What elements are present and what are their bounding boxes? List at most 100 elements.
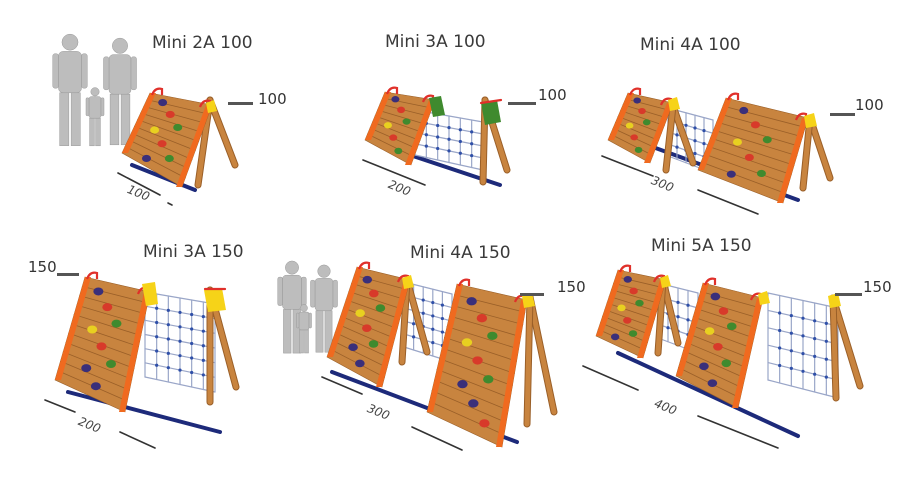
- wall-plank-line: [610, 133, 654, 156]
- rope-knot: [436, 146, 440, 151]
- wall-plank-line: [137, 119, 200, 142]
- wall-plank-line: [73, 314, 142, 337]
- dimension-tick: [167, 202, 173, 206]
- rope-knot: [421, 298, 425, 302]
- adult-female-arm: [310, 279, 316, 308]
- frame-leg: [807, 115, 833, 181]
- wall-plank-line: [70, 323, 140, 347]
- grab-handle: [479, 98, 503, 105]
- climbing-hold: [348, 343, 358, 352]
- rope-knot: [436, 135, 440, 139]
- ground-base-beam: [616, 351, 800, 438]
- climbing-hold: [150, 126, 160, 134]
- dimension-line: [697, 189, 759, 215]
- grab-handle: [85, 271, 99, 280]
- wall-post-right: [176, 105, 212, 187]
- rope-knot: [440, 330, 444, 334]
- rope-knot: [190, 341, 194, 346]
- rope-knot: [470, 142, 474, 146]
- rope-knot: [178, 368, 182, 372]
- rope-knot: [440, 303, 444, 307]
- child-arm: [296, 312, 300, 329]
- adult-female-leg: [120, 93, 131, 146]
- rope-knot: [201, 314, 205, 319]
- rope-knot: [686, 318, 690, 322]
- dimension-line: [362, 159, 426, 186]
- rope-knot: [686, 303, 690, 307]
- climbing-hold: [625, 122, 634, 129]
- rope-knot: [813, 354, 817, 358]
- frame-leg: [524, 294, 533, 427]
- product-title: Mini 2A 100: [152, 33, 253, 53]
- adult-male-leg: [59, 92, 70, 146]
- child-torso: [88, 96, 102, 119]
- climbing-hold: [617, 304, 626, 312]
- rope-knot: [675, 133, 679, 137]
- wall-plank-line: [697, 299, 759, 319]
- rope-knot: [801, 334, 805, 338]
- wall-plank-line: [345, 299, 401, 320]
- rope-net-strand: [767, 379, 839, 399]
- product-title: Mini 3A 150: [143, 242, 244, 262]
- grab-handle: [457, 278, 471, 287]
- product-illustration-mini-5a-150: [582, 264, 864, 449]
- rope-knot: [155, 363, 159, 367]
- rope-knot: [178, 325, 182, 329]
- grab-handle: [385, 86, 399, 95]
- climbing-hold: [141, 154, 151, 163]
- adult-female-arm: [103, 56, 110, 91]
- grab-handle: [618, 264, 632, 273]
- grab-handle: [628, 87, 642, 96]
- grab-handle: [150, 87, 164, 96]
- wall-plank-line: [692, 316, 755, 339]
- ground-base-beam: [66, 390, 222, 434]
- adult-female-head: [317, 264, 331, 278]
- climbing-hold: [355, 309, 365, 317]
- grab-handle: [198, 99, 212, 108]
- climbing-hold: [472, 356, 483, 365]
- rope-knot: [458, 139, 462, 144]
- wall-plank-line: [719, 113, 803, 138]
- grab-handle: [659, 97, 673, 106]
- product-title: Mini 4A 100: [640, 35, 741, 55]
- rope-knot: [440, 316, 444, 321]
- child-arm: [85, 97, 90, 117]
- frame-leg: [527, 294, 557, 415]
- wall-post-left: [676, 283, 709, 376]
- rope-knot: [675, 145, 679, 149]
- rope-knot: [470, 130, 474, 134]
- wall-plank-line: [353, 274, 408, 291]
- height-marker: [835, 293, 862, 296]
- height-marker: [830, 113, 855, 116]
- yellow-corner-bracket: [660, 275, 671, 288]
- height-label: 150: [557, 278, 586, 296]
- wall-plank-line: [625, 98, 671, 111]
- rope-knot: [824, 339, 828, 343]
- child-head: [90, 87, 100, 97]
- dimension-line: [119, 431, 156, 449]
- wall-plank-line: [606, 302, 655, 320]
- rope-knot: [431, 300, 435, 305]
- rope-knot: [431, 314, 435, 318]
- wall-plank-line: [140, 112, 203, 133]
- wall-plank-line: [611, 289, 660, 304]
- wall-plank-line: [620, 110, 665, 126]
- climbing-hold: [713, 342, 723, 351]
- adult-female-torso: [108, 54, 132, 95]
- rope-knot: [412, 322, 416, 326]
- adult-female-leg: [315, 310, 324, 353]
- rope-knot: [431, 341, 435, 345]
- dimension-line: [117, 172, 161, 196]
- yellow-corner-bracket: [522, 293, 535, 308]
- rope-knot: [470, 154, 474, 158]
- rope-net-strand: [144, 291, 216, 305]
- rope-knot: [190, 327, 194, 331]
- rope-knot: [178, 310, 182, 315]
- rope-knot: [166, 308, 170, 312]
- climbing-hold: [726, 322, 737, 331]
- grab-handle: [396, 274, 410, 283]
- wall-plank-line: [722, 105, 806, 128]
- rope-knot: [824, 321, 828, 325]
- rope-knot: [813, 337, 817, 341]
- climbing-hold: [164, 154, 174, 163]
